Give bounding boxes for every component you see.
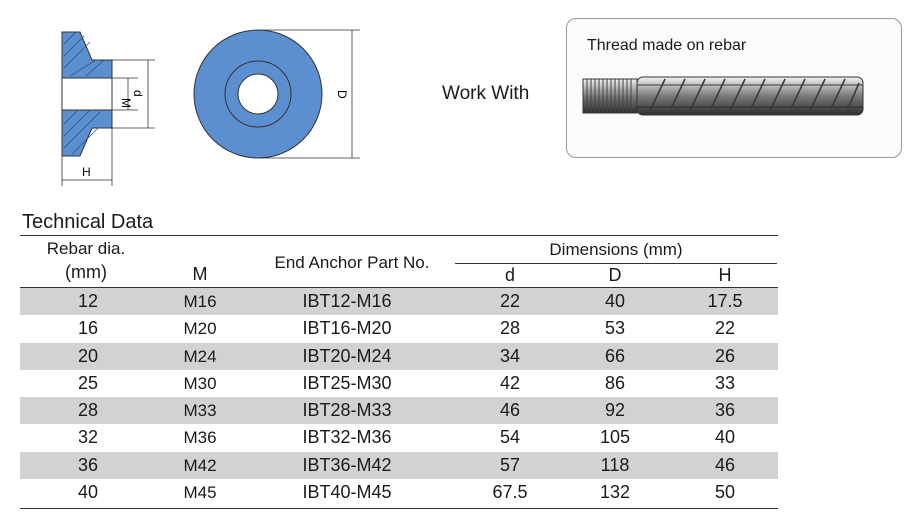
table-row: 28 M33 IBT28-M33 46 92 36 (20, 397, 778, 425)
cell-H: 36 (714, 400, 736, 421)
header-d: d (504, 265, 515, 285)
front-view: D (193, 29, 360, 159)
header-rebar-line2: (mm) (65, 262, 107, 282)
cell-H: 40 (714, 427, 736, 448)
cell-d: 57 (499, 454, 521, 475)
cell-part-no: IBT12-M16 (302, 291, 392, 311)
cell-H: 17.5 (707, 291, 743, 311)
header-rule (20, 287, 778, 288)
header-rebar-line1: Rebar dia. (46, 239, 126, 258)
work-with-label: Work With (442, 83, 530, 104)
cell-rebar: 20 (77, 345, 99, 366)
cell-part-no: IBT28-M33 (302, 400, 392, 421)
header-D: D (608, 265, 622, 285)
cell-m: M36 (183, 428, 217, 448)
cell-m: M20 (183, 319, 217, 339)
cell-D: 66 (604, 345, 626, 366)
rebar-caption: Thread made on rebar (587, 37, 747, 54)
threaded-rebar-icon (582, 76, 864, 116)
data-table-body: 12 M16 IBT12-M16 22 40 17.5 16 M20 IBT16… (20, 288, 778, 506)
cell-H: 50 (714, 482, 736, 503)
technical-drawing: M d H D (61, 29, 360, 186)
cell-d: 34 (499, 345, 521, 366)
cell-rebar: 25 (77, 372, 99, 393)
section-title: Technical Data (22, 211, 154, 233)
cell-rebar: 12 (77, 291, 99, 311)
table-row: 40 M45 IBT40-M45 67.5 132 50 (20, 479, 778, 506)
table-row: 32 M36 IBT32-M36 54 105 40 (20, 424, 778, 451)
cell-rebar: 40 (77, 482, 99, 503)
header-dimensions: Dimensions (mm) (549, 240, 683, 259)
cell-rebar: 32 (77, 427, 99, 448)
cell-rebar: 16 (77, 318, 99, 339)
cell-m: M33 (183, 401, 217, 421)
cell-H: 22 (714, 318, 736, 339)
title-rule (20, 235, 778, 236)
table-row: 12 M16 IBT12-M16 22 40 17.5 (20, 288, 778, 316)
cell-part-no: IBT25-M30 (302, 372, 392, 393)
table-row: 20 M24 IBT20-M24 34 66 26 (20, 342, 778, 370)
side-section-view: M d H (61, 31, 155, 186)
cell-part-no: IBT32-M36 (302, 427, 392, 448)
cell-H: 33 (714, 372, 736, 393)
cell-d: 54 (499, 427, 521, 448)
cell-D: 40 (604, 291, 626, 311)
cell-m: M16 (183, 292, 217, 311)
header-H: H (718, 265, 732, 285)
table-row: 25 M30 IBT25-M30 42 86 33 (20, 370, 778, 397)
cell-part-no: IBT40-M45 (302, 482, 392, 503)
bottom-rule (20, 508, 778, 509)
cell-D: 105 (599, 427, 631, 448)
cell-m: M24 (183, 346, 217, 366)
header-m: M (192, 264, 208, 284)
cell-m: M30 (183, 373, 217, 393)
cell-D: 132 (599, 482, 631, 503)
cell-D: 86 (604, 372, 626, 393)
header-part-no: End Anchor Part No. (274, 253, 430, 272)
cell-d: 46 (499, 400, 521, 421)
cell-rebar: 28 (77, 400, 99, 421)
cell-part-no: IBT20-M24 (302, 345, 392, 366)
dimensions-rule (455, 263, 777, 264)
cell-D: 53 (604, 318, 626, 339)
cell-d: 67.5 (492, 482, 528, 503)
label-d: d (131, 90, 145, 97)
cell-m: M42 (183, 455, 217, 475)
rebar-illustration-box: Thread made on rebar (566, 18, 902, 158)
label-H: H (82, 165, 91, 179)
cell-D: 92 (604, 400, 626, 421)
cell-d: 42 (499, 372, 521, 393)
label-M: M (119, 98, 133, 108)
cell-d: 28 (499, 318, 521, 339)
cell-H: 46 (714, 454, 736, 475)
cell-D: 118 (600, 454, 630, 475)
cell-part-no: IBT36-M42 (302, 454, 392, 475)
cell-rebar: 36 (77, 454, 99, 475)
cell-H: 26 (714, 345, 736, 366)
label-D: D (335, 90, 349, 99)
table-row: 36 M42 IBT36-M42 57 118 46 (20, 451, 778, 480)
cell-m: M45 (183, 483, 217, 503)
cell-part-no: IBT16-M20 (302, 318, 392, 339)
table-row: 16 M20 IBT16-M20 28 53 22 (20, 315, 778, 342)
cell-d: 22 (499, 291, 521, 311)
